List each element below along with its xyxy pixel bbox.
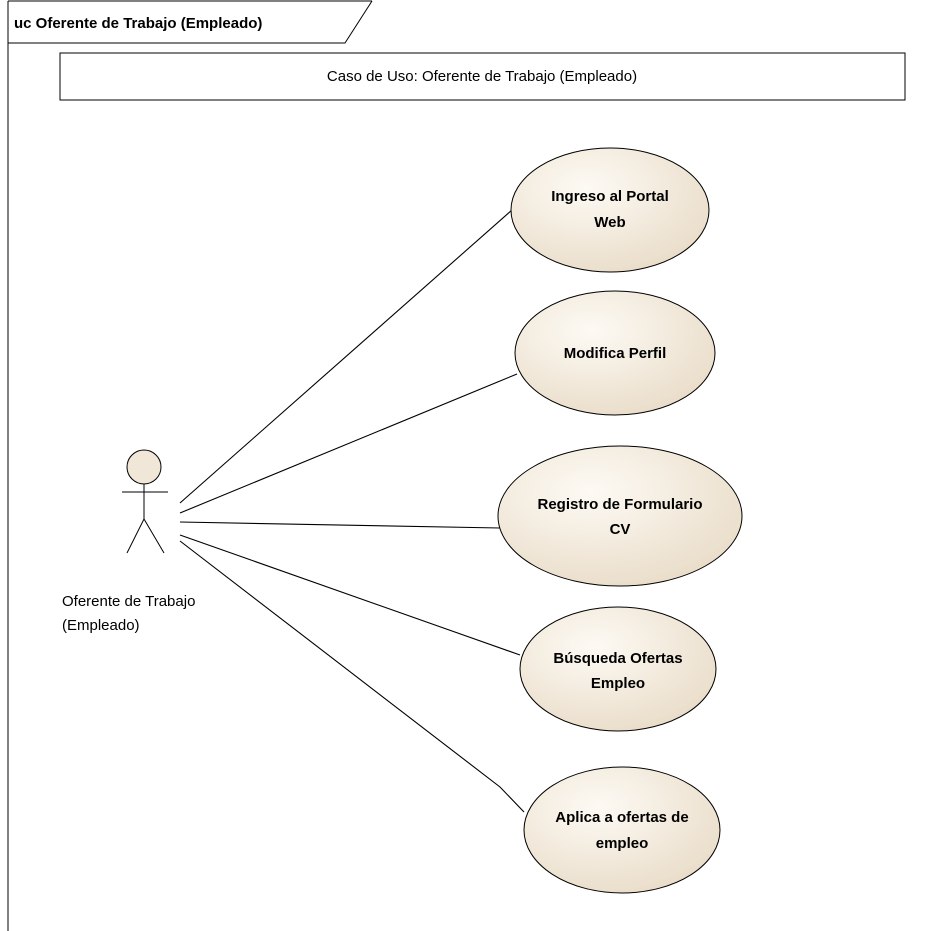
use-case-registro-formulario-cv[interactable]: Registro de Formulario CV <box>497 445 743 587</box>
associations <box>179 209 525 813</box>
use-case-busqueda-ofertas-empleo[interactable]: Búsqueda Ofertas Empleo <box>519 606 717 732</box>
association-modifica <box>179 373 518 514</box>
actor-right-leg <box>143 518 165 554</box>
use-case-label-line2: Web <box>594 214 625 231</box>
association-aplica <box>179 540 525 813</box>
actor-oferente[interactable]: Oferente de Trabajo (Empleado) <box>62 449 195 634</box>
use-case-aplica-ofertas-empleo[interactable]: Aplica a ofertas de empleo <box>523 766 721 894</box>
use-case-label-line1: Ingreso al Portal <box>551 188 669 205</box>
actor-label-line1: Oferente de Trabajo <box>62 593 195 610</box>
actor-head <box>126 449 162 485</box>
use-case-label-line1: Aplica a ofertas de <box>555 809 688 826</box>
note-text: Caso de Uso: Oferente de Trabajo (Emplea… <box>327 68 637 85</box>
diagram-frame: uc Oferente de Trabajo (Empleado) <box>7 0 373 931</box>
use-case-modifica-perfil[interactable]: Modifica Perfil <box>514 290 716 416</box>
use-case-label-line2: empleo <box>596 835 649 852</box>
frame-title: uc Oferente de Trabajo (Empleado) <box>14 15 262 32</box>
use-case-label-line1: Búsqueda Ofertas <box>553 650 682 667</box>
use-case-label-line2: CV <box>610 521 631 538</box>
association-registro <box>179 521 501 529</box>
use-case-label-line1: Modifica Perfil <box>564 345 667 362</box>
diagram-note: Caso de Uso: Oferente de Trabajo (Emplea… <box>59 52 906 101</box>
actor-left-leg <box>126 518 145 554</box>
actor-label-line2: (Empleado) <box>62 617 140 634</box>
use-case-ingreso-portal-web[interactable]: Ingreso al Portal Web <box>510 147 710 273</box>
use-case-label-line2: Empleo <box>591 675 645 692</box>
association-ingreso <box>179 209 513 504</box>
use-case-label-line1: Registro de Formulario <box>537 496 702 513</box>
association-busqueda <box>179 534 521 656</box>
